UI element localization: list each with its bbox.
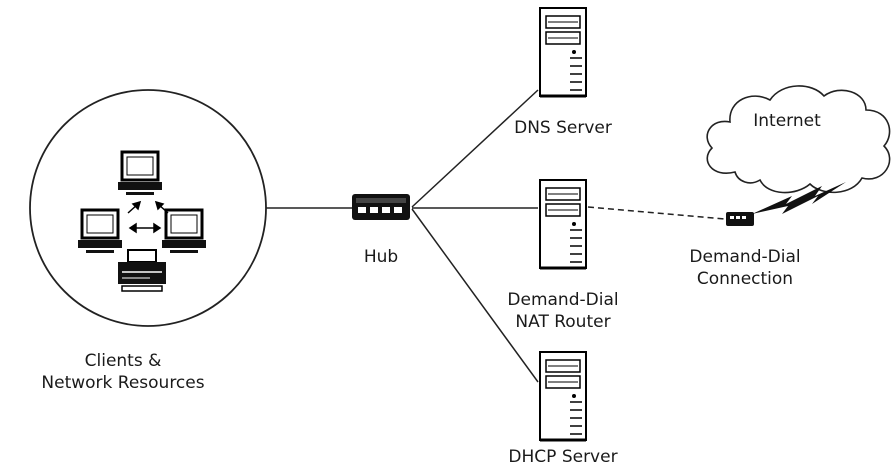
nat-router-label: Demand-Dial NAT Router [503,289,623,333]
hub-label: Hub [341,246,421,268]
link-hub-dns [411,89,539,208]
hub-label-text: Hub [363,247,399,267]
dhcp-server-icon [538,350,588,442]
demand-dial-connection-label: Demand-Dial Connection [665,246,825,290]
nat-router-icon [538,178,588,270]
nat-router-label-line1: Demand-Dial [507,290,619,310]
demand-dial-connection-line1: Demand-Dial [689,247,801,267]
client-pc-right [160,208,208,255]
arrows-icon [127,200,169,234]
link-hub-dhcp [411,208,539,383]
internet-cloud-icon [706,85,891,194]
dns-server-label: DNS Server [503,117,623,139]
wan-link-icon [752,182,846,214]
link-nat-modem-dashed [587,206,726,220]
internet-label: Internet [732,110,842,132]
clients-label-line2: Network Resources [41,373,205,393]
modem-icon [726,212,754,226]
dns-server-icon [538,6,588,98]
client-pc-left [76,208,124,255]
internet-label-text: Internet [753,111,821,131]
dns-server-label-text: DNS Server [514,118,612,138]
client-pc-top [116,150,164,197]
demand-dial-connection-line2: Connection [696,269,794,289]
printer-icon [118,249,166,292]
dhcp-server-label: DHCP Server [503,446,623,468]
dhcp-server-label-text: DHCP Server [508,447,618,467]
nat-router-label-line2: NAT Router [515,312,611,332]
clients-circle [29,89,267,327]
hub-icon [352,194,410,220]
clients-label-line1: Clients & [84,351,162,371]
clients-label: Clients & Network Resources [0,350,246,394]
